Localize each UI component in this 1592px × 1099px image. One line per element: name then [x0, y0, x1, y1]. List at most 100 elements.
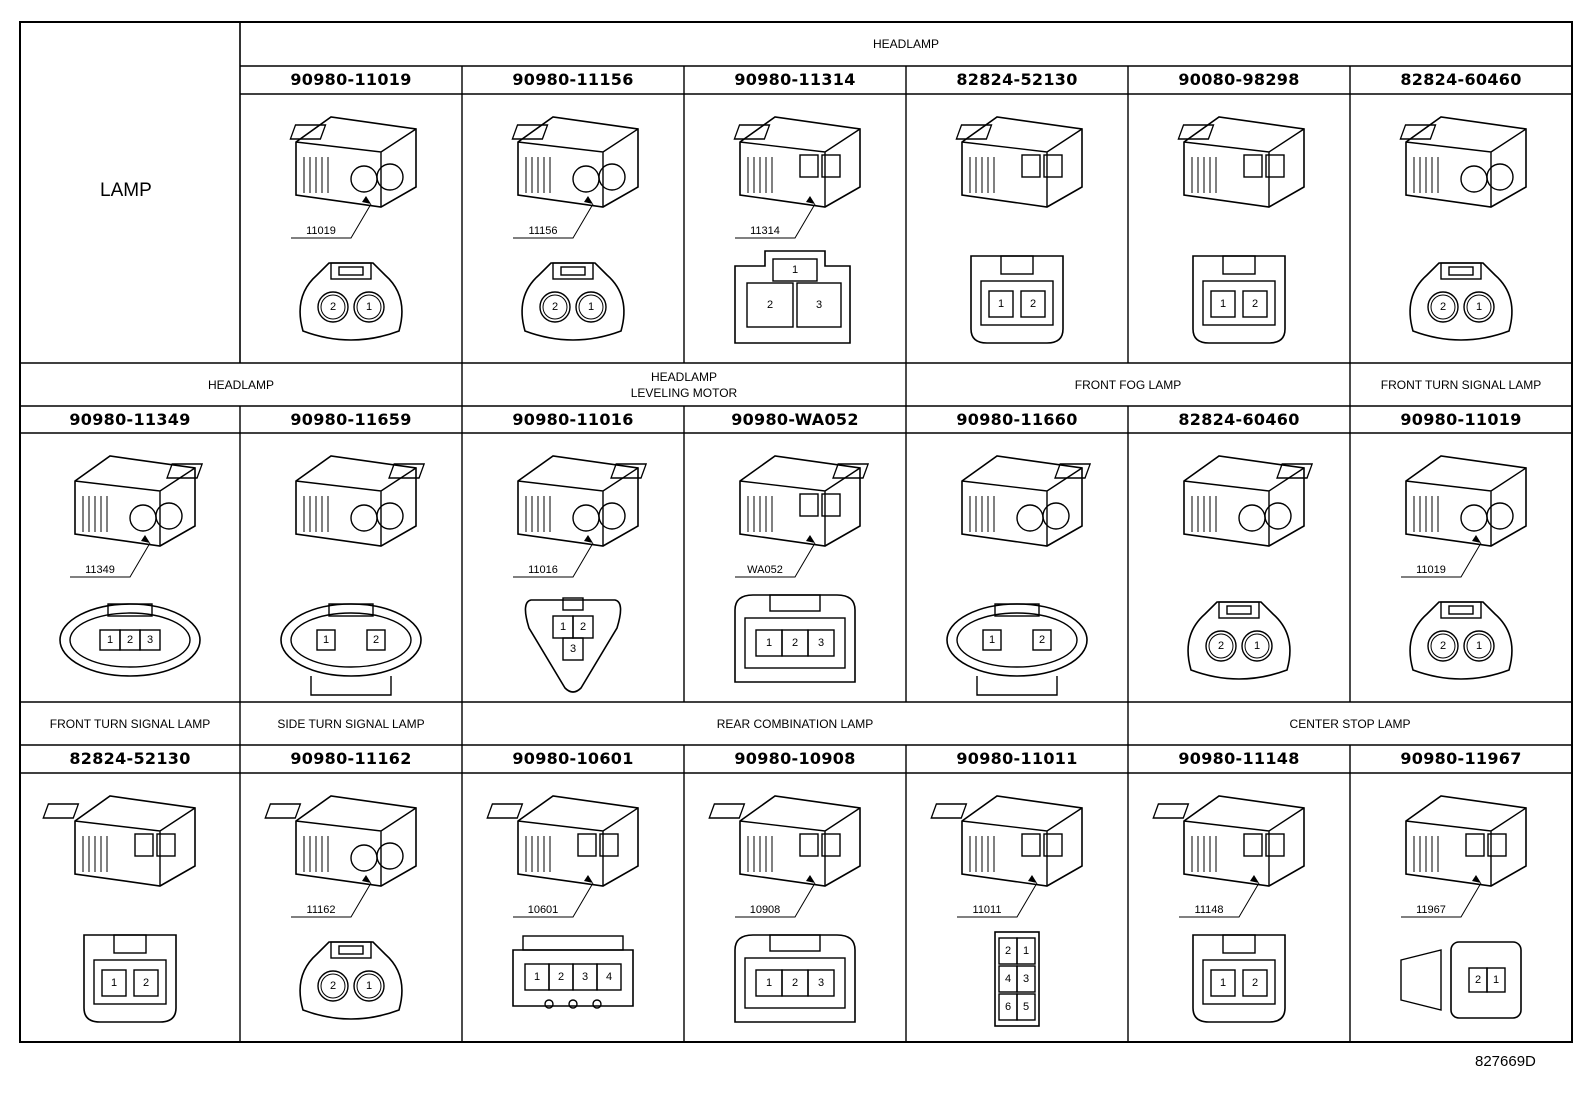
connector-code-label: 11016 [528, 564, 558, 576]
part-number: 90980-11156 [512, 70, 634, 89]
group-header: SIDE TURN SIGNAL LAMP [277, 716, 425, 731]
document-number: 827669D [1475, 1053, 1536, 1070]
part-number: 90980-11349 [69, 410, 191, 429]
connector-code-label: 10908 [750, 904, 781, 916]
pin-number: 1 [766, 977, 772, 989]
connector-90980-10908: 10908 1 2 3 [486, 795, 861, 1023]
pin-number: 1 [1023, 945, 1029, 957]
corner-label-lamp: LAMP [100, 180, 152, 201]
group-header: HEADLAMP [872, 37, 940, 51]
group-header: FRONT TURN SIGNAL LAMP [49, 716, 211, 731]
pin-number: 1 [998, 298, 1004, 310]
group-header: REAR COMBINATION LAMP [716, 716, 874, 731]
pin-number: 2 [792, 977, 798, 989]
pin-number: 1 [1220, 977, 1226, 989]
pin-number: 2 [330, 301, 336, 313]
connector-code-label: 11156 [529, 225, 558, 237]
connector-code-label: 11314 [750, 225, 780, 237]
pin-number: 1 [366, 980, 372, 992]
pin-number: 2 [143, 977, 149, 989]
pin-number: 1 [1476, 301, 1482, 313]
connector-code-label: 11967 [1416, 904, 1446, 916]
pin-number: 3 [818, 637, 824, 649]
connector-code-label: 11019 [1416, 564, 1446, 576]
connector-90980-11019: 11019 2 1 [289, 116, 417, 341]
pin-number: 2 [1252, 977, 1258, 989]
pin-number: 2 [1039, 634, 1045, 646]
part-number: 90980-10601 [512, 749, 634, 768]
pin-number: 2 [127, 634, 133, 646]
part-number: 90980-11314 [734, 70, 856, 89]
connector-code-label: 11162 [307, 904, 336, 916]
pin-number: 4 [606, 971, 612, 983]
connector-90980-11967: 11967 2 1 [1152, 795, 1527, 1019]
pin-number: 1 [766, 637, 772, 649]
pin-number: 1 [323, 634, 329, 646]
pin-number: 1 [588, 301, 594, 313]
pin-number: 2 [1440, 640, 1446, 652]
pin-number: 3 [582, 971, 588, 983]
sheet-frame [19, 21, 1573, 1043]
part-number: 90980-11011 [956, 749, 1078, 768]
pin-number: 2 [1252, 298, 1258, 310]
pin-number: 5 [1023, 1001, 1029, 1013]
pin-number: 3 [147, 634, 153, 646]
pin-number: 1 [560, 621, 566, 633]
part-number: 82824-52130 [956, 70, 1078, 89]
pin-number: 1 [1476, 640, 1482, 652]
part-number: 90980-11148 [1178, 749, 1300, 768]
connector-code-label: 11019 [306, 225, 336, 237]
connector-code-label: 11349 [85, 564, 115, 576]
part-number: 90980-11016 [512, 410, 634, 429]
pin-number: 2 [767, 299, 773, 311]
pin-number: 1 [792, 264, 798, 276]
pin-number: 2 [1005, 945, 1011, 957]
part-number: 90980-11162 [290, 749, 412, 768]
pin-number: 1 [989, 634, 995, 646]
part-number: 90080-98298 [1178, 70, 1300, 89]
connector-code-label: 11148 [1195, 904, 1224, 916]
part-number: 90980-11660 [956, 410, 1078, 429]
group-header: FRONT FOG LAMP [1074, 377, 1182, 392]
group-header: HEADLAMP LEVELING MOTOR [630, 369, 738, 400]
pin-number: 2 [552, 301, 558, 313]
pin-number: 6 [1005, 1001, 1011, 1013]
part-number: 90980-WA052 [731, 410, 859, 429]
pin-number: 1 [107, 634, 113, 646]
pin-number: 2 [1218, 640, 1224, 652]
part-number: 90980-11967 [1400, 749, 1522, 768]
pin-number: 2 [558, 971, 564, 983]
pin-number: 1 [1254, 640, 1260, 652]
group-header: HEADLAMP [207, 377, 275, 392]
pin-number: 1 [1220, 298, 1226, 310]
pin-number: 2 [580, 621, 586, 633]
pin-number: 1 [111, 977, 117, 989]
pin-number: 2 [1475, 974, 1481, 986]
part-number: 82824-60460 [1178, 410, 1300, 429]
pin-number: 1 [366, 301, 372, 313]
group-header: CENTER STOP LAMP [1289, 716, 1411, 731]
connector-90980-11019: 11019 2 1 [1276, 455, 1527, 680]
part-number: 90980-11659 [290, 410, 412, 429]
pin-number: 3 [816, 299, 822, 311]
pin-number: 2 [1440, 301, 1446, 313]
pin-number: 1 [534, 971, 540, 983]
group-header: FRONT TURN SIGNAL LAMP [1380, 377, 1542, 392]
pin-number: 2 [373, 634, 379, 646]
pin-number: 4 [1005, 973, 1011, 985]
part-number: 90980-10908 [734, 749, 856, 768]
pin-number: 2 [792, 637, 798, 649]
connector-code-label: 11011 [973, 904, 1002, 916]
